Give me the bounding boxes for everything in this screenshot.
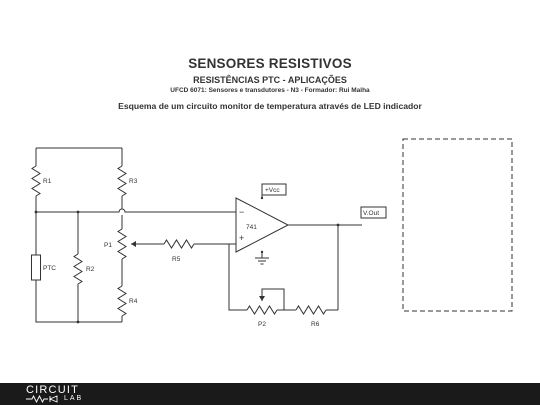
label-p1: P1 (104, 242, 112, 249)
wire-p2-left (228, 243, 247, 311)
resistor-r1[interactable] (31, 165, 41, 197)
logo-text-circuit: CIRCUIT (26, 384, 80, 396)
label-r6: R6 (311, 321, 320, 328)
p2-wiper-arrow (259, 296, 265, 301)
opamp-741[interactable] (235, 197, 290, 253)
wire-p2-wiper (261, 288, 285, 310)
resistor-r5[interactable] (163, 239, 195, 249)
label-vout: V.Out (363, 210, 379, 217)
label-p2: P2 (258, 321, 266, 328)
label-plus: + (239, 233, 244, 243)
title-block: SENSORES RESISTIVOS RESISTÊNCIAS PTC - A… (0, 55, 540, 112)
label-r4: R4 (129, 298, 138, 305)
label-r3: R3 (129, 178, 138, 185)
vcc-label-box (261, 183, 287, 196)
label-minus: − (239, 207, 244, 217)
potentiometer-p2[interactable] (246, 305, 278, 315)
junction-dot (260, 196, 264, 200)
label-opamp: 741 (246, 224, 257, 231)
led-placeholder-box[interactable] (402, 138, 513, 312)
potentiometer-p1[interactable] (117, 228, 127, 260)
label-vcc: +Vcc (265, 187, 280, 194)
circuitlab-logo[interactable]: CIRCUIT LAB (26, 385, 96, 403)
wire-middle-node (36, 208, 236, 213)
schematic-caption: Esquema de um circuito monitor de temper… (118, 101, 422, 111)
resistor-r2[interactable] (73, 253, 83, 285)
junction-dot (76, 210, 80, 214)
label-ptc: PTC (43, 265, 56, 272)
label-r1: R1 (43, 178, 52, 185)
logo-resistor-icon (26, 395, 58, 403)
label-r5: R5 (172, 256, 181, 263)
junction-dot (76, 320, 80, 324)
page-title: SENSORES RESISTIVOS (188, 56, 352, 71)
vout-label-box (360, 206, 387, 219)
page-subtitle: RESISTÊNCIAS PTC - APLICAÇÕES (193, 75, 347, 85)
wire-ptc-bottom (35, 280, 122, 323)
label-r2: R2 (86, 266, 95, 273)
resistor-r4[interactable] (117, 285, 127, 317)
logo-text-lab: LAB (64, 395, 84, 402)
course-info: UFCD 6071: Sensores e transdutores - N3 … (170, 87, 370, 94)
p1-wiper-arrow (131, 241, 136, 247)
junction-dot (34, 210, 38, 214)
resistor-r6[interactable] (295, 305, 327, 315)
ground-symbol (255, 257, 269, 265)
footer-bar (0, 383, 540, 405)
junction-dot (336, 223, 340, 227)
junction-dot (260, 250, 264, 254)
resistor-r3[interactable] (117, 165, 127, 197)
sensor-ptc[interactable] (31, 254, 41, 281)
